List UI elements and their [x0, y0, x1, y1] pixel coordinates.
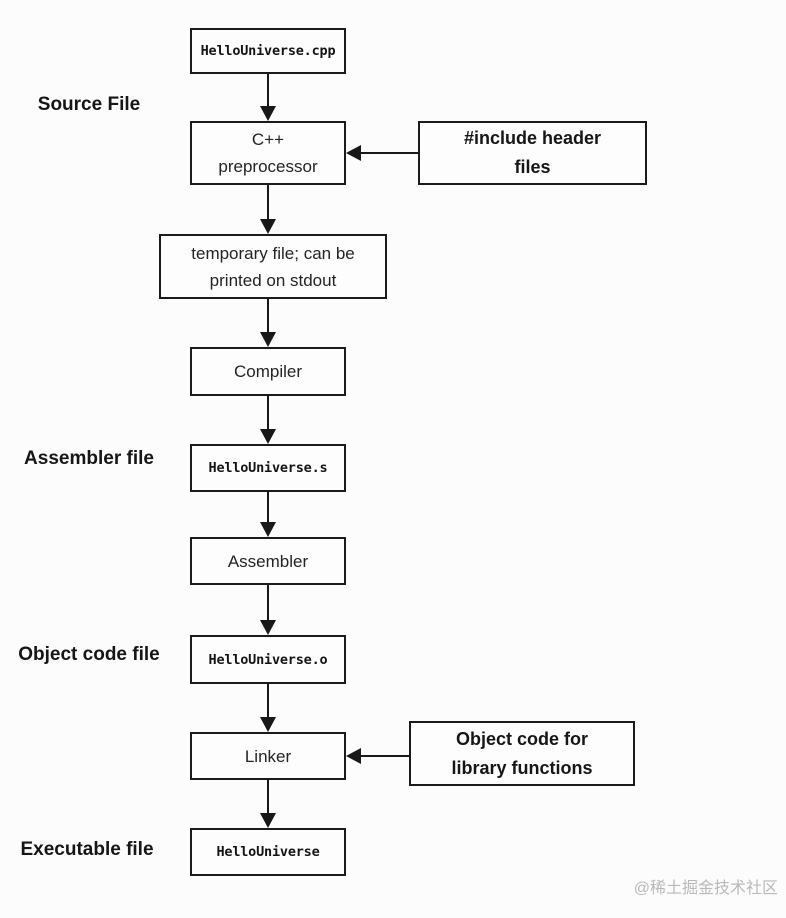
arrow-line — [266, 185, 270, 219]
callout-text: library functions — [451, 757, 593, 778]
callout-object-library: Object code for library functions — [409, 721, 635, 786]
arrow-line — [266, 684, 270, 717]
node-compiler: Compiler — [190, 347, 346, 396]
node-text: HelloUniverse — [216, 844, 320, 860]
arrow-assemblerfile-to-assembler — [259, 492, 277, 537]
callout-text: #include header — [463, 128, 602, 148]
node-text: Assembler — [227, 551, 309, 571]
node-object-file: HelloUniverse.o — [190, 635, 346, 684]
node-executable: HelloUniverse — [190, 828, 346, 876]
label-text: Object code — [18, 644, 127, 665]
arrowhead-down-icon — [260, 219, 276, 234]
label-text: file — [126, 448, 154, 469]
arrow-line — [361, 754, 409, 758]
watermark-text: @稀土掘金技术社区 — [633, 880, 778, 897]
node-text: temporary file; can be — [191, 243, 355, 263]
arrowhead-down-icon — [260, 620, 276, 635]
node-text: C++ — [251, 130, 285, 149]
callout-include-headers: #include header files — [418, 121, 647, 185]
arrowhead-down-icon — [260, 332, 276, 347]
arrow-line — [266, 492, 270, 522]
label-text: Source File — [37, 94, 141, 115]
node-assembler: Assembler — [190, 537, 346, 585]
arrow-objectfile-to-linker — [259, 684, 277, 732]
arrow-line — [266, 585, 270, 620]
node-text: preprocessor — [218, 157, 318, 176]
arrow-line — [266, 74, 270, 106]
arrowhead-down-icon — [260, 813, 276, 828]
arrow-tempfile-to-compiler — [259, 299, 277, 347]
node-source-file: HelloUniverse.cpp — [190, 28, 346, 74]
node-text: printed on stdout — [209, 270, 337, 290]
node-text: HelloUniverse.cpp — [200, 43, 336, 59]
arrowhead-left-icon — [346, 748, 361, 764]
arrow-linker-to-executable — [259, 780, 277, 828]
node-linker: Linker — [190, 732, 346, 780]
node-preprocessor: C++ preprocessor — [190, 121, 346, 185]
label-executable-file: Executable file — [11, 838, 163, 862]
label-text: file — [132, 644, 160, 665]
label-assembler-file: Assembler file — [13, 447, 165, 471]
arrow-preprocessor-to-tempfile — [259, 185, 277, 234]
node-text: Compiler — [233, 362, 303, 381]
arrow-line — [266, 396, 270, 429]
arrow-library-to-linker — [346, 747, 409, 765]
arrow-assembler-to-objectfile — [259, 585, 277, 635]
label-object-code-file: Object code file — [13, 643, 165, 667]
label-text: Executable — [20, 839, 121, 860]
arrow-includes-to-preprocessor — [346, 144, 418, 162]
callout-text: Object code for — [455, 728, 589, 749]
arrowhead-down-icon — [260, 717, 276, 732]
label-source-file: Source File — [13, 93, 165, 117]
arrow-source-to-preprocessor — [259, 74, 277, 121]
arrow-line — [361, 151, 418, 155]
arrow-line — [266, 780, 270, 813]
node-text: HelloUniverse.o — [208, 651, 328, 668]
node-temporary-file: temporary file; can be printed on stdout — [159, 234, 387, 299]
callout-text: files — [514, 157, 551, 177]
label-text: file — [126, 839, 154, 860]
label-text: Assembler — [24, 448, 122, 469]
node-assembler-file: HelloUniverse.s — [190, 444, 346, 492]
arrowhead-down-icon — [260, 429, 276, 444]
arrowhead-down-icon — [260, 522, 276, 537]
node-text: Linker — [244, 746, 292, 766]
arrowhead-down-icon — [260, 106, 276, 121]
arrow-line — [266, 299, 270, 332]
arrow-compiler-to-assemblerfile — [259, 396, 277, 444]
arrowhead-left-icon — [346, 145, 361, 161]
node-text: HelloUniverse.s — [208, 460, 328, 476]
